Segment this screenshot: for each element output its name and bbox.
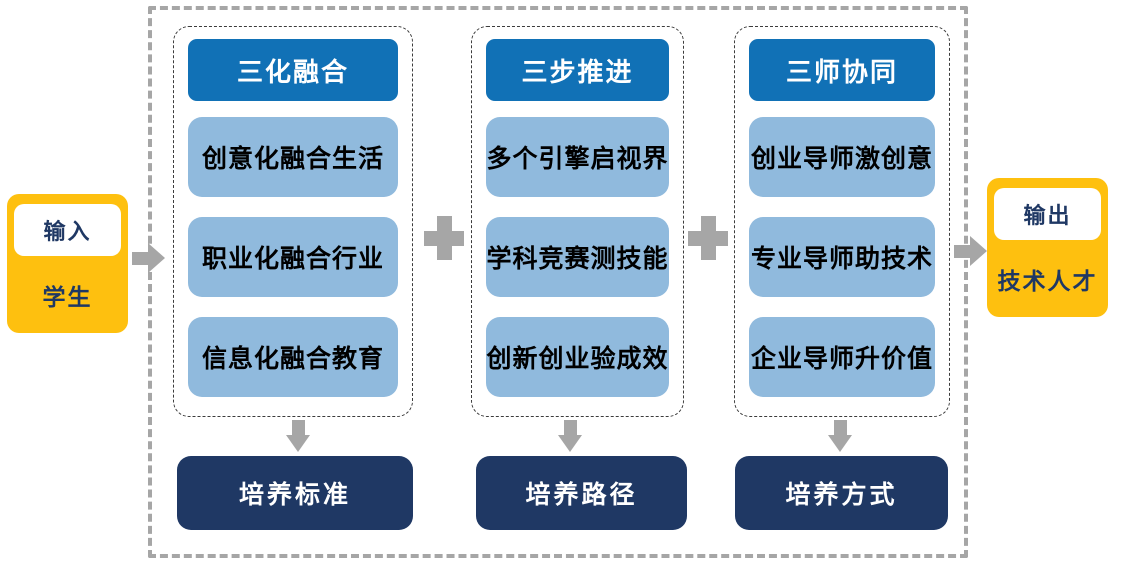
output-label: 技术人才 (997, 268, 1098, 295)
arrow-head (286, 435, 310, 452)
input-arrow-icon (132, 243, 165, 273)
plus-icon (688, 216, 728, 260)
column-item: 专业导师助技术 (749, 217, 935, 297)
column-item: 信息化融合教育 (188, 317, 398, 397)
result-box: 培养路径 (476, 456, 687, 530)
arrow-head (148, 243, 165, 273)
output-arrow-icon (954, 236, 987, 266)
column-item: 创新创业验成效 (486, 317, 669, 397)
arrow-head (558, 435, 582, 452)
pillar-column-1: 三化融合 创意化融合生活 职业化融合行业 信息化融合教育 (173, 26, 413, 417)
column-item: 学科竞赛测技能 (486, 217, 669, 297)
column-item: 创业导师激创意 (749, 117, 935, 197)
column-item: 企业导师升价值 (749, 317, 935, 397)
column-header: 三步推进 (486, 39, 669, 101)
down-arrow-icon (828, 420, 852, 452)
input-tag: 输入 (14, 204, 121, 256)
down-arrow-icon (558, 420, 582, 452)
down-arrow-icon (286, 420, 310, 452)
arrow-head (970, 236, 987, 266)
column-header: 三化融合 (188, 39, 398, 101)
output-node: 输出 技术人才 (987, 178, 1108, 317)
column-item: 多个引擎启视界 (486, 117, 669, 197)
input-label: 学生 (42, 284, 93, 311)
arrow-shaft (291, 420, 305, 435)
input-node: 输入 学生 (7, 194, 128, 333)
result-box: 培养方式 (735, 456, 948, 530)
pillar-column-2: 三步推进 多个引擎启视界 学科竞赛测技能 创新创业验成效 (471, 26, 684, 417)
arrow-shaft (833, 420, 847, 435)
column-item: 创意化融合生活 (188, 117, 398, 197)
arrow-shaft (132, 251, 148, 265)
arrow-head (828, 435, 852, 452)
arrow-shaft (563, 420, 577, 435)
pillar-column-3: 三师协同 创业导师激创意 专业导师助技术 企业导师升价值 (734, 26, 950, 417)
result-box: 培养标准 (177, 456, 413, 530)
plus-icon (424, 216, 464, 260)
column-header: 三师协同 (749, 39, 935, 101)
output-tag: 输出 (994, 188, 1101, 240)
arrow-shaft (954, 244, 970, 258)
process-frame (148, 6, 968, 558)
column-item: 职业化融合行业 (188, 217, 398, 297)
